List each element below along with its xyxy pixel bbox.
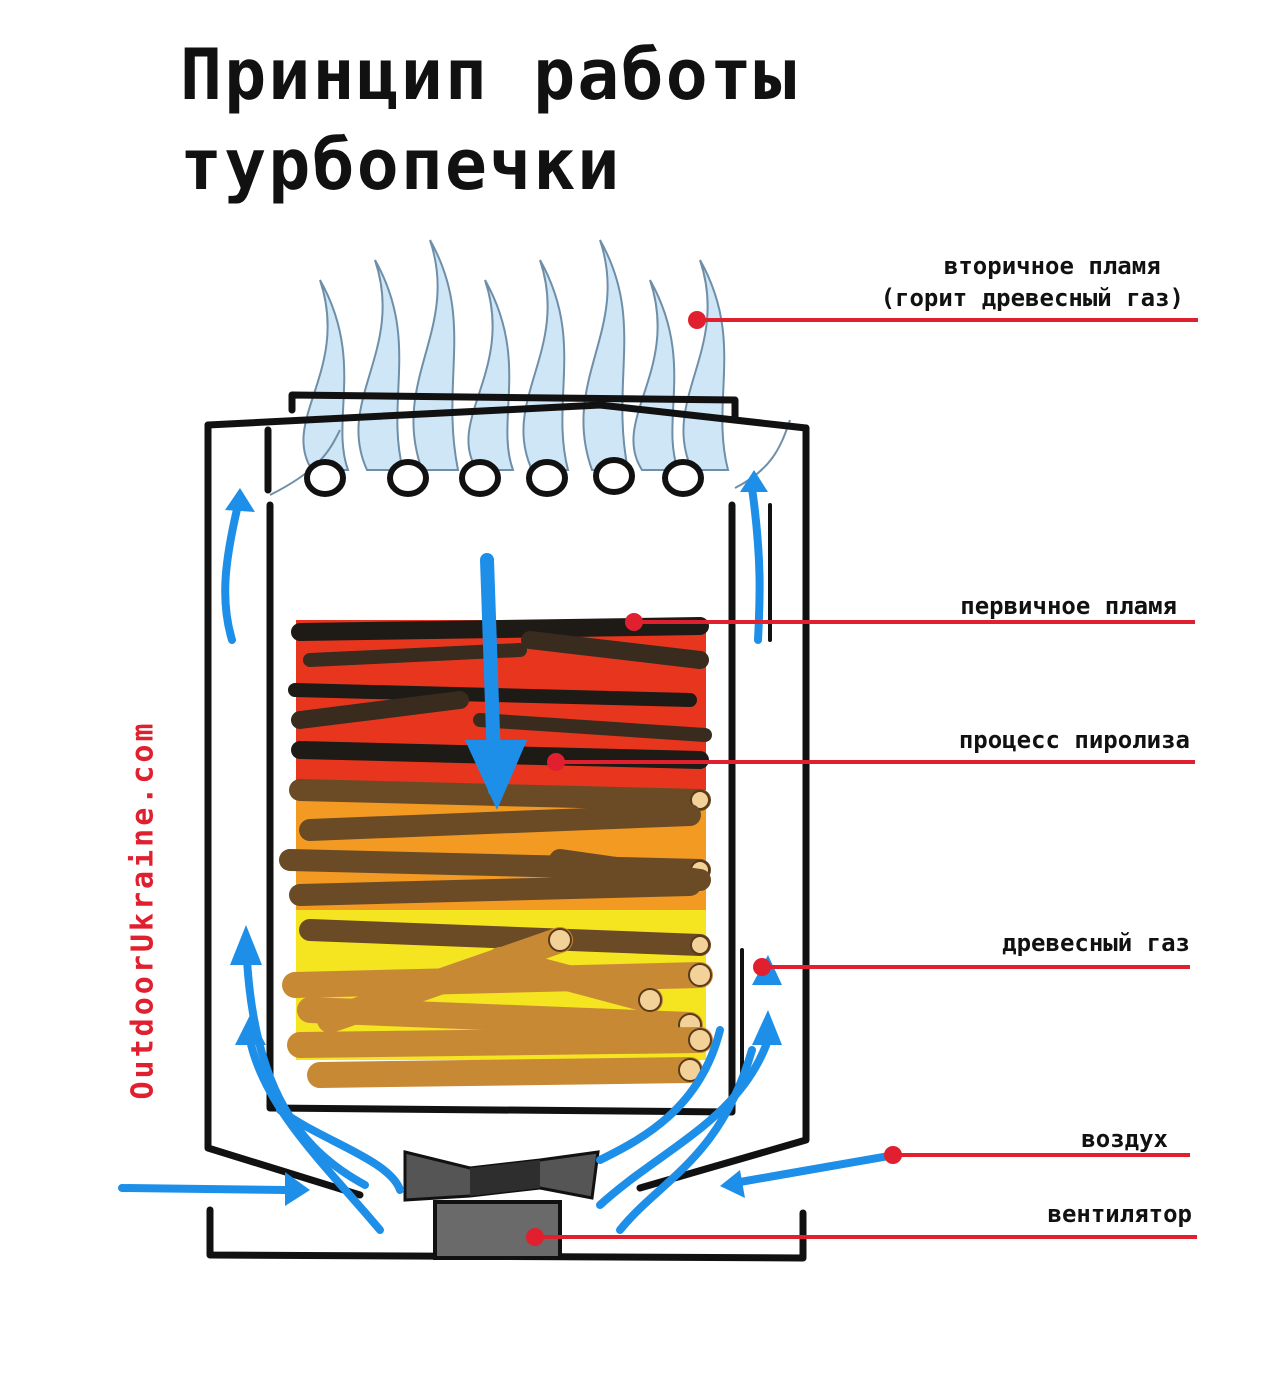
page-title-line1: Принцип работы xyxy=(180,34,799,116)
air-arrow-icon xyxy=(221,501,242,644)
wood-log xyxy=(317,927,573,1033)
wood-log xyxy=(473,713,712,742)
log-end xyxy=(548,928,572,952)
air-arrow-head xyxy=(230,925,262,965)
air-arrow-head xyxy=(465,740,527,810)
air-arrow-icon xyxy=(736,1151,899,1186)
label-secondary-flame-line1: вторичное пламя xyxy=(943,252,1161,280)
air-flow-arrows xyxy=(118,484,899,1234)
watermark-text: OutdoorUkraine.com xyxy=(125,720,161,1100)
wood-log xyxy=(282,962,713,998)
outer-wall-right xyxy=(636,424,810,1192)
air-hole xyxy=(304,459,346,497)
air-arrow-icon xyxy=(246,1036,384,1234)
fuel-load xyxy=(279,617,713,1088)
log-end xyxy=(688,963,712,987)
air-hole xyxy=(593,457,635,495)
air-arrow-head xyxy=(225,488,255,512)
pointer-dot xyxy=(526,1228,544,1246)
pointer-dot xyxy=(625,613,643,631)
flame-icon xyxy=(632,279,680,471)
wood-log xyxy=(299,919,711,956)
label-secondary-flame: вторичное пламя (горит древесный газ) xyxy=(881,250,1184,314)
pointer-dot xyxy=(753,958,771,976)
flame-icon xyxy=(357,259,405,471)
label-wood-gas: древесный газ xyxy=(1002,929,1190,957)
pointer-dot xyxy=(884,1146,902,1164)
flame-icon xyxy=(582,239,630,471)
air-hole xyxy=(526,459,568,497)
outer-wall xyxy=(204,421,364,1199)
log-end xyxy=(690,935,710,955)
wood-log xyxy=(487,947,663,1013)
wood-log xyxy=(521,631,709,669)
wood-log xyxy=(289,874,701,906)
air-arrow-head xyxy=(235,1015,266,1045)
flame-icon xyxy=(412,239,460,471)
flame-icon xyxy=(302,279,350,471)
log-end xyxy=(638,988,662,1012)
log-end xyxy=(688,1028,712,1052)
air-arrow-icon xyxy=(596,1026,724,1164)
wood-log xyxy=(549,849,711,891)
air-hole xyxy=(387,459,429,497)
flame-wisp xyxy=(734,419,791,489)
air-arrow-icon xyxy=(243,956,369,1189)
air-hole xyxy=(662,459,704,497)
air-arrow-head xyxy=(285,1172,310,1206)
flame-icon xyxy=(522,259,570,471)
label-secondary-flame-line2: (горит древесный газ) xyxy=(880,284,1184,312)
air-arrow-icon xyxy=(616,1046,756,1234)
air-hole xyxy=(459,459,501,497)
wood-log xyxy=(299,804,701,841)
fan-motor xyxy=(433,1200,562,1260)
air-arrow-icon xyxy=(748,484,764,644)
air-arrow-head xyxy=(752,1010,782,1045)
pointer-dot xyxy=(547,753,565,771)
flame-icon xyxy=(467,279,515,471)
air-arrow-icon xyxy=(276,1106,404,1194)
fan-icon xyxy=(403,1150,600,1260)
secondary-flames xyxy=(269,239,791,496)
wood-log xyxy=(307,1057,703,1088)
air-arrow-head xyxy=(720,1170,745,1198)
wood-log xyxy=(291,691,469,729)
lid xyxy=(288,391,739,424)
inner-chamber xyxy=(266,501,736,1116)
pointer-dot xyxy=(688,311,706,329)
page-title-line2: турбопечки xyxy=(180,124,622,206)
flame-icon xyxy=(682,259,730,471)
label-pointers xyxy=(526,311,1198,1246)
air-arrow-icon xyxy=(596,1036,772,1209)
label-air: воздух xyxy=(1081,1125,1168,1153)
secondary-air-holes xyxy=(304,457,704,497)
label-pyrolysis: процесс пиролиза xyxy=(958,726,1190,754)
air-arrow-icon xyxy=(118,1184,289,1194)
air-arrow-head xyxy=(740,470,768,492)
wood-log xyxy=(287,1027,713,1058)
log-end xyxy=(690,790,710,810)
label-primary-flame: первичное пламя xyxy=(960,592,1177,620)
label-fan: вентилятор xyxy=(1047,1200,1193,1228)
